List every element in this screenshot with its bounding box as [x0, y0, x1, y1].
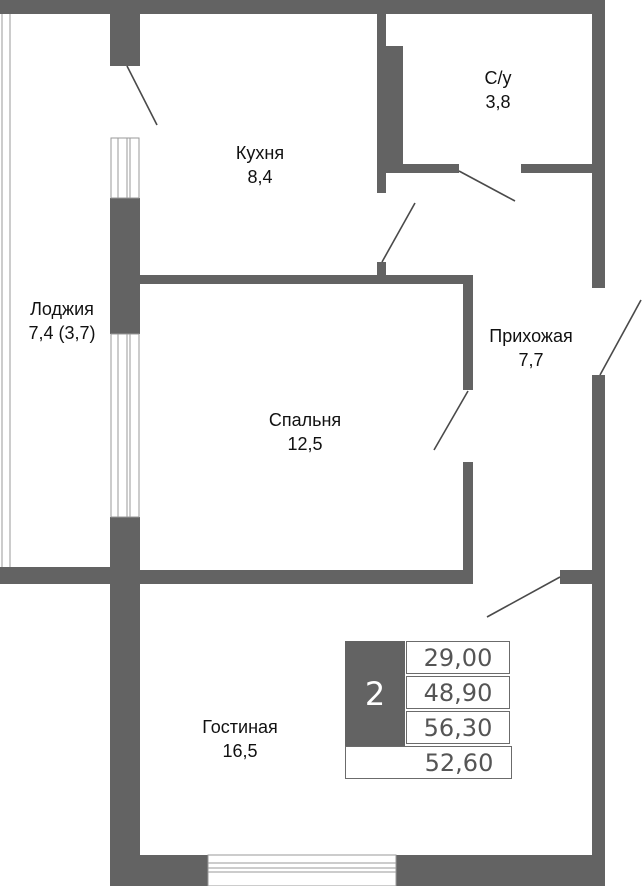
reduced-area-value: 52,60 [424, 749, 494, 777]
reduced-area-row: 52,60 [345, 746, 512, 779]
room-hallway-area: 7,7 [518, 350, 544, 370]
room-bedroom-area: 12,5 [287, 434, 323, 454]
wall-hall-stub [560, 570, 592, 584]
wall-kitchen-bottom [140, 275, 473, 284]
wall-top [0, 0, 605, 14]
room-bathroom: С/у 3,8 [485, 66, 512, 114]
living-area-cell: 29,00 [406, 641, 510, 674]
wall-right-upper [592, 0, 605, 288]
living-window [207, 854, 397, 886]
wall-right-lower [592, 375, 605, 886]
door-bedroom[interactable] [433, 390, 469, 451]
room-hallway-name: Прихожая [489, 326, 573, 346]
room-loggia: Лоджия 7,4 (3,7) [28, 297, 95, 345]
wall-kitchen-door-stub [377, 262, 386, 275]
room-kitchen-name: Кухня [235, 143, 285, 163]
door-entrance[interactable] [599, 299, 642, 376]
room-bathroom-name: С/у [484, 68, 512, 88]
wall-bedroom-right-upper [463, 275, 473, 390]
bedroom-window [110, 333, 140, 518]
door-bathroom[interactable] [458, 170, 516, 202]
wall-living-left [110, 584, 140, 886]
room-loggia-name: Лоджия [30, 299, 94, 319]
wall-bath-bottom-left [386, 164, 459, 173]
door-loggia[interactable] [126, 65, 158, 126]
kitchen-window [110, 137, 140, 199]
room-kitchen: Кухня 8,4 [236, 141, 284, 189]
wall-bedroom-right-lower [463, 462, 473, 582]
room-living-area: 16,5 [222, 741, 258, 761]
wall-loggia-bottom [0, 567, 140, 584]
room-bedroom-name: Спальня [268, 410, 342, 430]
area-without-loggia-cell: 48,90 [406, 676, 510, 709]
room-living: Гостиная 16,5 [202, 715, 278, 763]
wall-bedroom-bottom [110, 570, 473, 584]
rooms-count-badge: 2 [345, 641, 405, 746]
room-living-name: Гостиная [202, 717, 278, 737]
area-summary-table: 2 29,00 48,90 56,30 52,60 [345, 641, 512, 779]
wall-left-mid [110, 198, 140, 334]
wall-bath-left [377, 14, 386, 193]
room-kitchen-area: 8,4 [247, 167, 273, 187]
wall-bath-shaft [386, 46, 403, 164]
total-area-cell: 56,30 [406, 711, 510, 744]
wall-bath-bottom-right [521, 164, 592, 173]
room-hallway: Прихожая 7,7 [489, 324, 572, 372]
door-kitchen[interactable] [381, 202, 416, 263]
room-bathroom-area: 3,8 [485, 92, 511, 112]
room-loggia-area: 7,4 (3,7) [28, 323, 96, 343]
room-bedroom: Спальня 12,5 [269, 408, 341, 456]
door-living[interactable] [486, 576, 561, 618]
wall-left-lower [110, 517, 140, 584]
wall-stub [110, 0, 140, 66]
